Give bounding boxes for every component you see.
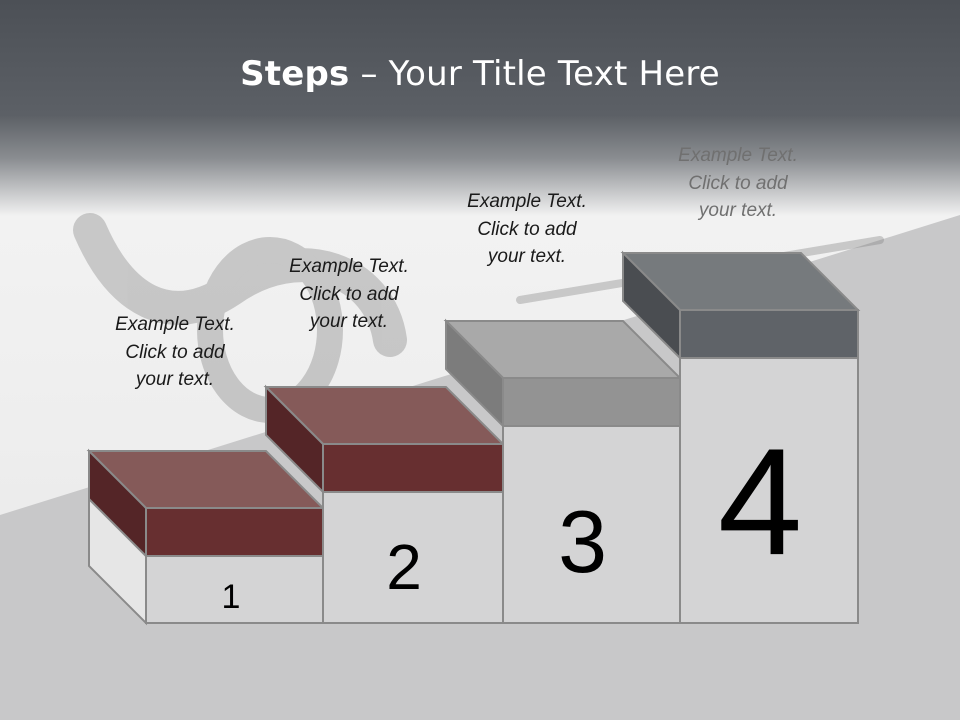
step-3-caption[interactable]: Example Text. Click to add your text.: [427, 188, 627, 271]
caption-line: Example Text.: [467, 191, 587, 212]
caption-line: Example Text.: [289, 256, 409, 277]
pedestal-2: [322, 491, 504, 624]
title-rest: – Your Title Text Here: [349, 54, 720, 94]
step-3-number: 3: [558, 492, 607, 591]
step-2-block-front: [322, 443, 504, 493]
caption-line: Click to add: [299, 283, 399, 305]
caption-line: your text.: [309, 311, 389, 332]
step-1-caption[interactable]: Example Text. Click to add your text.: [75, 311, 275, 394]
caption-line: Click to add: [477, 218, 577, 240]
step-4-number: 4: [718, 417, 803, 587]
caption-line: your text.: [487, 246, 567, 267]
caption-line: your text.: [698, 200, 778, 221]
title-bar: Steps – Your Title Text Here: [0, 0, 960, 150]
slide-title[interactable]: Steps – Your Title Text Here: [240, 54, 720, 94]
step-2-caption[interactable]: Example Text. Click to add your text.: [249, 253, 449, 336]
pedestal-3: [502, 425, 681, 624]
step-1-number: 1: [221, 578, 240, 616]
step-1-block-front: [145, 507, 324, 557]
caption-line: Click to add: [125, 341, 225, 363]
step-4-block-front: [679, 309, 859, 359]
step-3-block-front: [502, 377, 681, 427]
caption-line: Click to add: [688, 172, 788, 194]
title-bold: Steps: [240, 54, 350, 94]
caption-line: your text.: [135, 369, 215, 390]
caption-line: Example Text.: [678, 145, 798, 166]
step-2-number: 2: [386, 531, 422, 603]
caption-line: Example Text.: [115, 314, 235, 335]
pedestal-4: [679, 357, 859, 624]
pedestal-1: [145, 555, 324, 624]
step-4-caption[interactable]: Example Text. Click to add your text.: [638, 142, 838, 225]
